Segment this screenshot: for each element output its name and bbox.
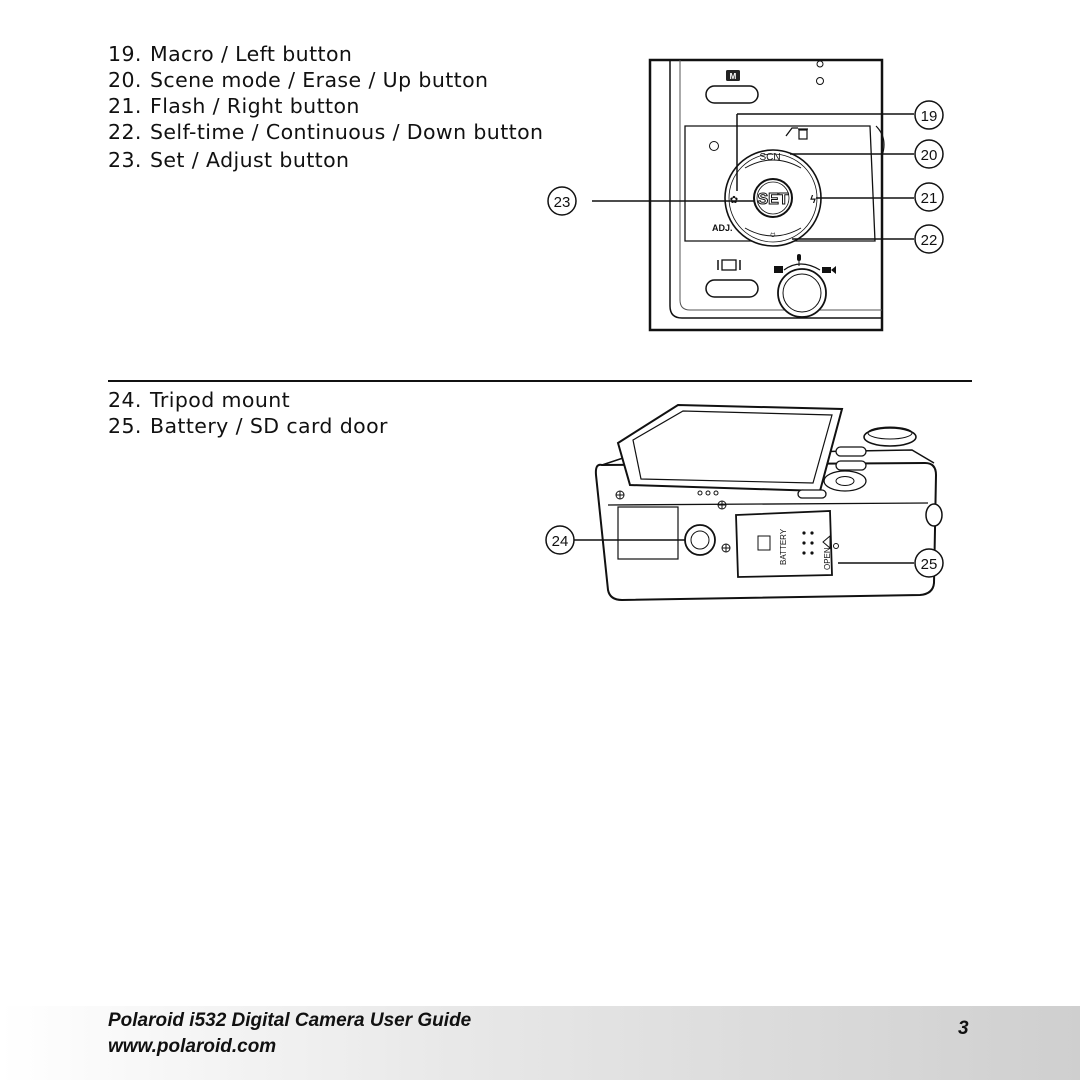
callout-21: 21 <box>914 182 944 212</box>
bottom-item-list: 24. Tripod mount 25. Battery / SD card doo… <box>108 387 388 439</box>
svg-text:25: 25 <box>921 556 938 573</box>
list-item: 20. Scene mode / Erase / Up button <box>108 67 543 93</box>
callout-23: 23 <box>547 186 577 216</box>
camera-icon <box>774 266 783 273</box>
list-item: 19. Macro / Left button <box>108 41 543 67</box>
section-divider <box>108 380 972 382</box>
screw <box>721 543 731 553</box>
footer-band <box>0 1006 1080 1080</box>
item-number: 20. <box>108 68 142 92</box>
control-panel <box>684 125 876 242</box>
mode-icon-label: M <box>730 72 737 81</box>
mode-dial[interactable] <box>863 427 917 447</box>
item-number: 25. <box>108 414 142 438</box>
battery-door[interactable] <box>735 510 833 578</box>
item-number: 19. <box>108 42 142 66</box>
camera-buttons-figure: M SCN ✿ ϟ ဗ SET ADJ. <box>540 56 970 336</box>
scene-button[interactable]: SCN <box>759 152 780 163</box>
dpad-divider <box>744 159 802 169</box>
status-led <box>709 141 719 151</box>
set-button[interactable] <box>753 178 793 218</box>
display-button[interactable] <box>705 279 759 298</box>
footer-url[interactable]: www.polaroid.com <box>108 1036 277 1057</box>
mode-dial[interactable] <box>777 268 827 318</box>
door-vents <box>802 531 814 555</box>
strap-lug <box>925 503 943 527</box>
tripod-mount <box>684 524 716 556</box>
screw <box>615 490 625 500</box>
svg-text:19: 19 <box>921 108 938 125</box>
list-item: 25. Battery / SD card door <box>108 413 388 439</box>
mode-icon <box>726 70 740 81</box>
screw <box>697 490 719 496</box>
indicator-led <box>816 60 824 68</box>
item-label: Scene mode / Erase / Up button <box>150 68 489 92</box>
indicator-led <box>816 77 824 85</box>
camera-body-edge <box>669 60 882 319</box>
callout-20: 20 <box>914 139 944 169</box>
set-button-label: SET <box>757 191 788 208</box>
open-label: OPEN <box>823 547 832 570</box>
list-item: 23. Set / Adjust button <box>108 147 543 173</box>
item-label: Self-time / Continuous / Down button <box>150 120 544 144</box>
callout-24: 24 <box>545 525 575 555</box>
item-label: Set / Adjust button <box>150 148 350 172</box>
item-number: 23. <box>108 148 142 172</box>
control-button[interactable] <box>797 489 827 499</box>
bottom-edge <box>607 502 929 506</box>
lcd-screen <box>616 403 844 493</box>
svg-text:23: 23 <box>554 194 571 211</box>
item-label: Tripod mount <box>150 388 291 412</box>
top-item-list: 19. Macro / Left button 20. Scene mode / E… <box>108 41 543 173</box>
tripod-mount-thread <box>690 530 710 550</box>
list-item: 22. Self-time / Continuous / Down button <box>108 119 543 145</box>
mode-dial-inner <box>782 273 822 313</box>
item-label: Flash / Right button <box>150 94 360 118</box>
control-button[interactable] <box>835 460 867 471</box>
svg-text:20: 20 <box>921 147 938 164</box>
screw <box>717 500 727 510</box>
dpad-divider <box>744 227 802 237</box>
erase-icon <box>785 127 808 140</box>
footer-title: Polaroid i532 Digital Camera User Guide <box>108 1010 472 1031</box>
set-button-inner <box>756 181 790 215</box>
dpad[interactable] <box>823 470 867 492</box>
svg-text:24: 24 <box>552 533 569 550</box>
item-label: Battery / SD card door <box>150 414 388 438</box>
item-number: 24. <box>108 388 142 412</box>
sd-card-icon <box>757 535 771 551</box>
callout-19: 19 <box>914 100 944 130</box>
mode-dial-arc <box>783 263 821 271</box>
door-latch <box>833 543 839 549</box>
label-area <box>617 506 679 560</box>
mode-button[interactable] <box>705 85 759 104</box>
control-button[interactable] <box>835 446 867 457</box>
svg-text:21: 21 <box>921 190 938 207</box>
callout-22: 22 <box>914 224 944 254</box>
svg-text:22: 22 <box>921 232 938 249</box>
display-icon <box>717 259 741 271</box>
self-timer-icon[interactable]: ဗ <box>770 229 776 240</box>
camera-body-inner-edge <box>679 60 882 311</box>
flash-icon[interactable]: ϟ <box>810 194 816 206</box>
page-number: 3 <box>958 1018 969 1039</box>
item-number: 22. <box>108 120 142 144</box>
mode-dial-top <box>867 426 913 440</box>
list-item: 24. Tripod mount <box>108 387 388 413</box>
video-icon <box>822 266 836 274</box>
camera-bottom-diagram: BATTERY OPEN 24 25 <box>545 403 944 602</box>
callout-25: 25 <box>914 548 944 578</box>
list-item: 21. Flash / Right button <box>108 93 543 119</box>
strap-lug <box>875 125 885 157</box>
item-number: 21. <box>108 94 142 118</box>
camera-buttons-diagram: M SCN ✿ ϟ ဗ SET ADJ. <box>547 58 944 332</box>
battery-label: BATTERY <box>779 528 788 565</box>
set-button[interactable] <box>835 476 855 486</box>
open-arrow-icon <box>822 534 831 550</box>
camera-bottom-figure: BATTERY OPEN 24 25 <box>540 395 970 610</box>
item-label: Macro / Left button <box>150 42 353 66</box>
lcd-screen-inner <box>632 410 833 484</box>
adjust-label: ADJ. <box>712 223 733 233</box>
